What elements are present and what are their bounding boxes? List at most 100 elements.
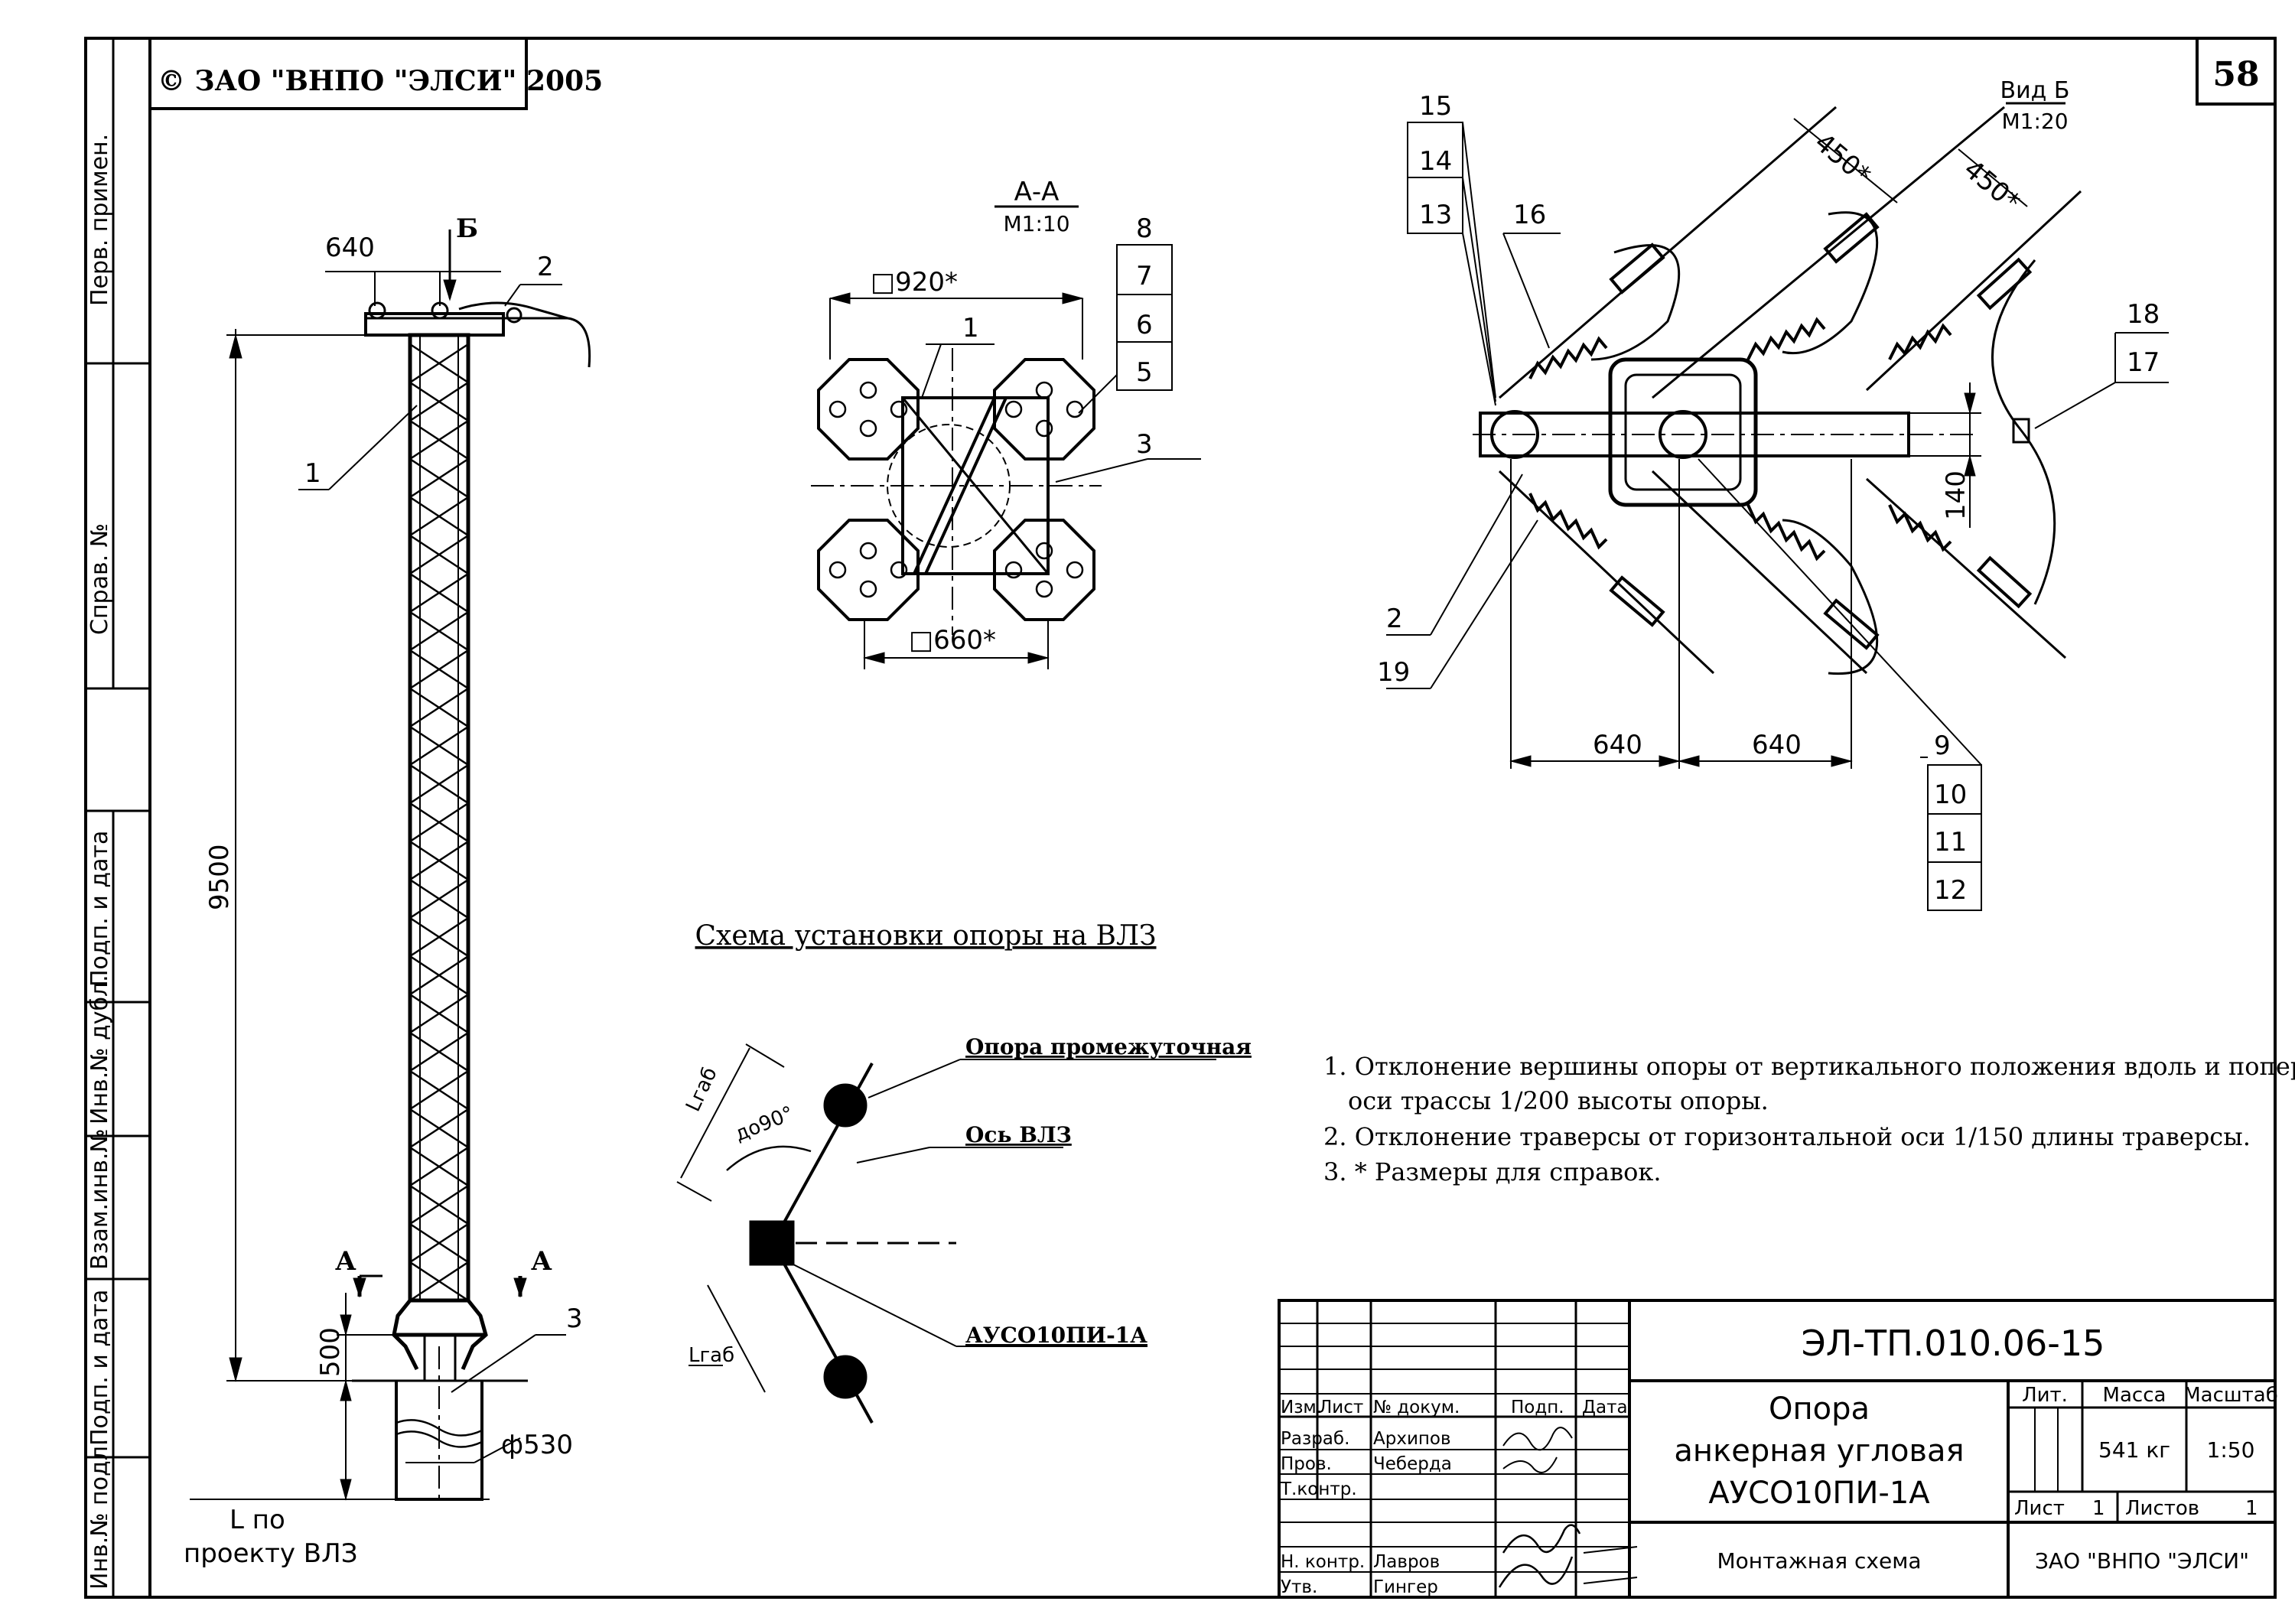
pole-pos-3: 3 (566, 1303, 583, 1334)
view-b-pos-15: 15 (1419, 91, 1452, 122)
title-block (1278, 1299, 2277, 1599)
section-aa-pos-5: 5 (1136, 357, 1153, 388)
pole-l-po: L по (230, 1505, 285, 1535)
view-b-pos-14: 14 (1419, 146, 1452, 177)
section-aa-pos-8: 8 (1136, 213, 1153, 244)
tb-h-doc: № докум. (1373, 1398, 1460, 1417)
view-b-pos-16: 16 (1513, 200, 1546, 230)
scheme-title: Схема установки опоры на ВЛЗ (695, 920, 1157, 952)
tb-razrab: Разраб. (1281, 1429, 1349, 1449)
tb-utv: Утв. (1281, 1577, 1317, 1597)
tb-h-lit: Лит. (2022, 1384, 2068, 1407)
scheme-ausop: АУСО10ПИ-1А (965, 1323, 1148, 1348)
section-aa-scale: М1:10 (1003, 211, 1069, 236)
pole-dim-500: 500 (315, 1327, 346, 1377)
tb-listov-label: Листов (2125, 1497, 2199, 1520)
pole-view-b-label: Б (456, 213, 478, 244)
tb-razrab-name: Архипов (1373, 1429, 1451, 1449)
tb-doc-code: ЭЛ-ТП.010.06-15 (1802, 1323, 2105, 1364)
tb-prov-name: Чеберда (1373, 1454, 1452, 1474)
section-aa-title: А-А (1014, 177, 1060, 207)
tb-name-line2: анкерная угловая (1674, 1434, 1964, 1469)
tb-list-label: Лист (2014, 1497, 2065, 1520)
pole-section-a-right: А (531, 1246, 552, 1277)
intermediate-pole-top (823, 1083, 868, 1128)
scheme-angle: до90° (731, 1102, 796, 1147)
pole-dim-640: 640 (325, 233, 375, 263)
tb-h-masshtab: Масштаб (2183, 1384, 2278, 1407)
pole-elevation (190, 229, 591, 1501)
tb-h-data: Дата (1582, 1398, 1628, 1417)
tb-name-line1: Опора (1769, 1391, 1870, 1427)
view-b-pos-12: 12 (1934, 875, 1967, 906)
view-b-title: Вид Б (2000, 77, 2070, 104)
stamp-podp-data-2: Подп. и дата (86, 1290, 113, 1446)
tb-h-massa: Масса (2103, 1384, 2166, 1407)
section-aa-dim-660: □660* (909, 625, 996, 656)
note-3: 3. * Размеры для справок. (1323, 1157, 1662, 1186)
note-1-cont: оси трассы 1/200 высоты опоры. (1348, 1086, 1769, 1115)
sheet-number: 58 (2212, 55, 2259, 94)
copyright-text: © ЗАО "ВНПО "ЭЛСИ" 2005 (158, 65, 603, 97)
view-b-dim-640-b: 640 (1752, 730, 1802, 760)
view-b-dim-640-a: 640 (1593, 730, 1642, 760)
tb-utv-name: Гингер (1373, 1577, 1438, 1597)
stamp-inv-dubl: Инв.№ дубл. (86, 975, 113, 1124)
tb-nkontr: Н. контр. (1281, 1552, 1365, 1572)
tb-name-line3: АУСО10ПИ-1А (1708, 1476, 1930, 1511)
view-b (1386, 102, 2169, 911)
scheme-os-vlz: Ось ВЛЗ (965, 1122, 1072, 1147)
tb-company: ЗАО "ВНПО "ЭЛСИ" (2035, 1548, 2249, 1574)
pole-dim-d530: ф530 (501, 1430, 573, 1460)
pole-pos-1: 1 (304, 458, 321, 489)
note-1: 1. Отклонение вершины опоры от вертикаль… (1323, 1052, 2295, 1081)
view-b-dim-450-a: 450* (1808, 127, 1876, 190)
pole-dim-9500: 9500 (204, 844, 235, 910)
stamp-inv-podl: Инв.№ подл. (86, 1439, 113, 1590)
tb-masshtab: 1:50 (2207, 1437, 2255, 1463)
tb-h-izm: Изм. (1281, 1398, 1322, 1417)
tb-massa: 541 кг (2098, 1437, 2170, 1463)
note-2: 2. Отклонение траверсы от горизонтальной… (1323, 1122, 2251, 1151)
pole-proektu-vlz: проекту ВЛЗ (184, 1538, 358, 1569)
scheme-opora-prom: Опора промежуточная (965, 1034, 1252, 1059)
section-aa-dim-920: □920* (871, 267, 958, 298)
scheme-lgab-1: Lгаб (682, 1064, 722, 1115)
scheme-lgab-2: Lгаб (688, 1344, 734, 1367)
view-b-dim-450-b: 450* (1958, 154, 2025, 217)
view-b-pos-18: 18 (2127, 299, 2160, 330)
tb-h-podp: Подп. (1511, 1398, 1564, 1417)
side-stamp (86, 38, 150, 1597)
view-b-pos-13: 13 (1419, 200, 1452, 230)
tb-prov: Пров. (1281, 1454, 1332, 1474)
view-b-pos-17: 17 (2127, 347, 2160, 378)
stamp-perv-primen: Перв. примен. (86, 134, 113, 306)
view-b-pos-9: 9 (1934, 731, 1951, 761)
stamp-sprav-no: Справ. № (86, 523, 113, 635)
view-b-scale: М1:20 (2001, 109, 2068, 134)
anchor-pole-node (749, 1220, 795, 1266)
section-aa-pos-3: 3 (1136, 429, 1153, 460)
view-b-pos-11: 11 (1934, 827, 1967, 858)
section-aa-pos-7: 7 (1136, 261, 1153, 291)
intermediate-pole-bottom (823, 1355, 868, 1399)
sheet-frame (84, 37, 2277, 1599)
pole-pos-2: 2 (537, 252, 554, 282)
tb-nkontr-name: Лавров (1373, 1552, 1440, 1572)
tb-h-list: Лист (1319, 1398, 1363, 1417)
section-aa-pos-1: 1 (962, 313, 979, 343)
tb-tkontr: Т.контр. (1280, 1479, 1357, 1499)
view-b-dim-140: 140 (1941, 470, 1971, 520)
stamp-vzam-inv: Взам.инв.№ (86, 1128, 113, 1270)
tb-listov-val: 1 (2245, 1497, 2258, 1520)
view-b-pos-19: 19 (1377, 657, 1410, 688)
installation-scheme (676, 1043, 1216, 1424)
tb-subtitle: Монтажная схема (1717, 1548, 1922, 1574)
view-b-pos-2: 2 (1386, 604, 1403, 634)
stamp-podp-data-1: Подп. и дата (86, 831, 113, 987)
view-b-pos-10: 10 (1934, 779, 1967, 810)
section-aa (811, 205, 1201, 669)
section-aa-pos-6: 6 (1136, 310, 1153, 340)
tb-list-val: 1 (2092, 1497, 2105, 1520)
